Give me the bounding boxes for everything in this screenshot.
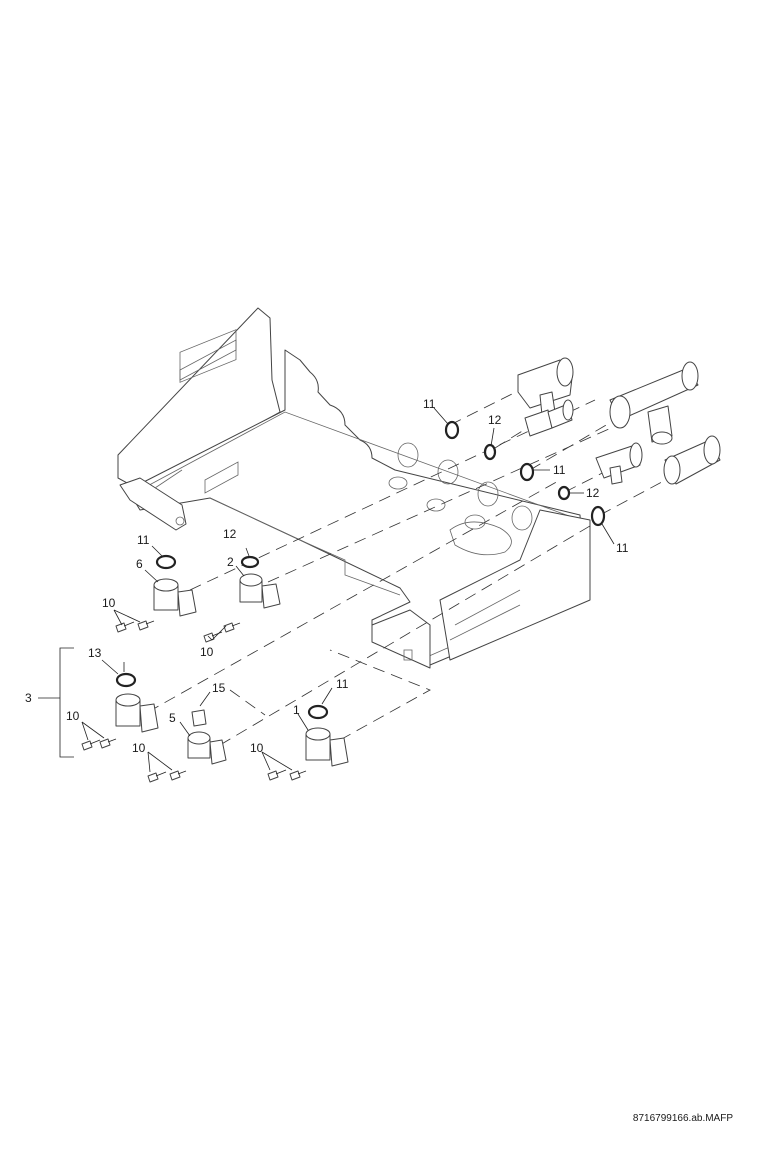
callout-labels: 11 12 11 12 11 11 6 12 2 10 10 13 3 15 1… <box>25 397 629 755</box>
callout-10: 10 <box>102 596 116 610</box>
callout-6: 6 <box>136 557 143 571</box>
upper-valve-fitting <box>517 357 574 416</box>
callout-3: 3 <box>25 691 32 705</box>
screws <box>81 620 307 783</box>
callout-10: 10 <box>132 741 146 755</box>
elbow-fitting-5 <box>187 709 227 765</box>
callout-11: 11 <box>336 677 349 691</box>
callout-2: 2 <box>227 555 234 569</box>
assembly-lines <box>147 384 676 746</box>
callout-11: 11 <box>423 397 436 411</box>
elbow-fitting-3 <box>115 693 159 733</box>
callout-11: 11 <box>616 541 629 555</box>
callout-10: 10 <box>250 741 264 755</box>
straight-connector <box>524 399 574 437</box>
callout-1: 1 <box>293 703 300 717</box>
callout-10: 10 <box>66 709 80 723</box>
large-valve-fitting <box>663 435 721 485</box>
seal-rings <box>115 420 606 720</box>
callout-12: 12 <box>586 486 600 500</box>
callout-10: 10 <box>200 645 214 659</box>
callout-11: 11 <box>553 463 566 477</box>
tee-valve-fitting <box>609 361 699 445</box>
small-valve-fitting <box>595 442 643 485</box>
callout-15: 15 <box>212 681 226 695</box>
callout-11: 11 <box>137 533 150 547</box>
callout-13: 13 <box>88 646 102 660</box>
callout-5: 5 <box>169 711 176 725</box>
drawing-reference-code: 8716799166.ab.MAFP <box>632 1113 733 1124</box>
callout-12: 12 <box>488 413 502 427</box>
leader-lines <box>38 407 615 773</box>
elbow-fitting-6 <box>153 578 197 617</box>
elbow-fitting-1 <box>305 727 349 767</box>
callout-12: 12 <box>223 527 237 541</box>
mounting-frame <box>117 307 591 669</box>
elbow-fitting-2 <box>239 573 281 609</box>
